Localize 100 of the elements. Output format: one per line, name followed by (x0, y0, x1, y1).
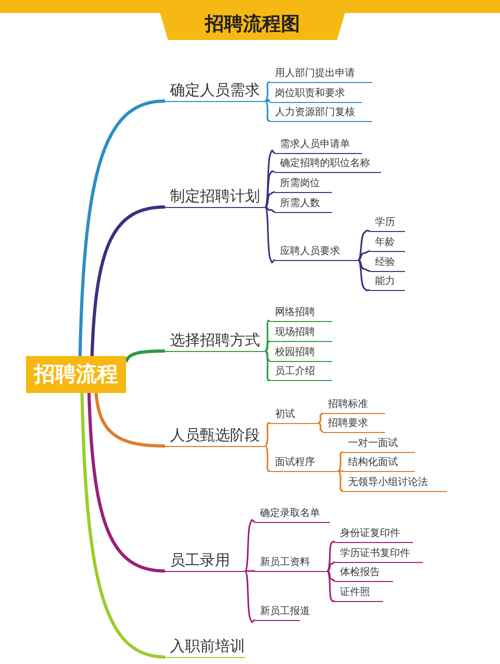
main-topic-label: 选择招聘方式 (169, 332, 260, 350)
branch-connector (124, 349, 166, 363)
subtopic (275, 176, 332, 193)
subtopic-label: 初试 (274, 409, 295, 422)
subtopic-label: 现场招聘 (274, 327, 315, 340)
subtopic (335, 526, 413, 543)
subtopic-label: 校园招聘 (274, 347, 315, 360)
subtopic-label: 招聘标准 (327, 399, 368, 412)
subtopic-label: 确定招聘的职位名称 (279, 158, 370, 171)
subtopic (270, 345, 332, 362)
subtopic-label: 一对一面试 (347, 438, 398, 451)
subtopic (370, 235, 405, 252)
subtopic-label: 能力 (374, 276, 395, 289)
branch-connector (326, 570, 336, 582)
branch-connector (264, 170, 276, 208)
subtopic (270, 105, 372, 122)
subtopic (270, 455, 338, 472)
subtopic (270, 305, 332, 322)
subtopic-label: 所需人数 (279, 198, 320, 211)
subtopic-label: 新员工报道 (259, 606, 310, 619)
branch-connector (358, 259, 370, 292)
subtopic (275, 156, 381, 173)
subtopic-label: 结构化面试 (347, 457, 398, 470)
subtopic-label: 人力资源部门复核 (274, 107, 355, 120)
branch-connector (264, 81, 270, 102)
branch-connector (244, 520, 256, 572)
subtopic (370, 215, 405, 232)
branch-connector (326, 540, 336, 572)
subtopic-label: 年龄 (374, 237, 395, 250)
subtopic (335, 546, 423, 563)
branch-connector (264, 422, 270, 447)
subtopic-label: 新员工资料 (259, 557, 310, 570)
main-topic-label: 确定人员需求 (169, 82, 260, 100)
subtopic-label: 所需岗位 (279, 178, 320, 191)
subtopic (255, 555, 327, 572)
diagram-title: 招聘流程图 (204, 13, 301, 37)
central-topic-box (26, 356, 126, 393)
branch-connector (245, 570, 255, 572)
subtopic-label: 网络招聘 (274, 307, 315, 320)
branch-connector (338, 451, 344, 472)
subtopic-label: 招聘要求 (327, 418, 368, 431)
branch-connector (326, 561, 336, 572)
branch-connector (358, 259, 370, 272)
subtopic-label: 无领导小组讨论法 (347, 477, 428, 490)
branch-connector (244, 570, 256, 622)
branch-connector (78, 99, 166, 356)
subtopic (370, 255, 405, 272)
subtopic (323, 397, 385, 414)
subtopic-label: 证件照 (339, 587, 370, 600)
subtopic (270, 325, 332, 342)
branch-connector (264, 340, 270, 352)
subtopic (275, 137, 362, 154)
branch-connector (264, 350, 270, 362)
subtopic-label: 需求人员申请单 (279, 139, 350, 152)
subtopic-label: 确定录取名单 (259, 508, 320, 521)
central-topic-label: 招聘流程 (34, 362, 118, 386)
subtopic-label: 身份证复印件 (339, 528, 400, 541)
branch-connector (264, 150, 276, 208)
branch-connector (358, 250, 370, 261)
branch-connector (80, 392, 166, 659)
subtopic (275, 196, 332, 213)
subtopic-label: 学历证书复印件 (339, 548, 410, 561)
subtopic (343, 475, 447, 492)
subtopic (335, 585, 383, 602)
branch-connector (264, 350, 270, 382)
subtopic-label: 员工介绍 (274, 366, 315, 379)
subtopic-label: 学历 (374, 217, 395, 230)
branch-connector (264, 191, 276, 208)
subtopic (270, 66, 372, 83)
subtopic-label: 面试程序 (274, 457, 315, 470)
subtopic (343, 436, 415, 453)
branch-connector (264, 445, 270, 472)
subtopic-label: 体检报告 (339, 567, 380, 580)
branch-connector (264, 320, 270, 352)
branch-connector (326, 570, 336, 602)
subtopic (370, 274, 405, 291)
subtopic-label: 应聘人员要求 (279, 246, 340, 259)
branch-connector (264, 99, 271, 102)
branch-connector (94, 392, 166, 448)
subtopic (335, 565, 393, 582)
branch-connector (264, 206, 276, 213)
subtopic-label: 岗位职责和要求 (274, 88, 345, 101)
subtopic-label: 用人部门提出申请 (274, 68, 355, 81)
subtopic-label: 经验 (374, 257, 395, 270)
branch-connector (264, 100, 270, 122)
subtopic (343, 455, 415, 472)
branch-connector (318, 412, 324, 424)
subtopic (275, 244, 358, 261)
subtopic (255, 506, 330, 523)
branch-connector (338, 470, 344, 492)
subtopic (323, 416, 385, 433)
main-topic-label: 制定招聘计划 (169, 188, 260, 206)
subtopic (270, 86, 362, 103)
branch-connector (318, 422, 324, 433)
branch-connector (90, 205, 166, 356)
main-topic-label: 员工录用 (169, 552, 230, 570)
subtopic (270, 364, 332, 381)
subtopic (270, 407, 318, 424)
main-topic-label: 入职前培训 (169, 638, 245, 656)
branch-connector (264, 206, 276, 263)
